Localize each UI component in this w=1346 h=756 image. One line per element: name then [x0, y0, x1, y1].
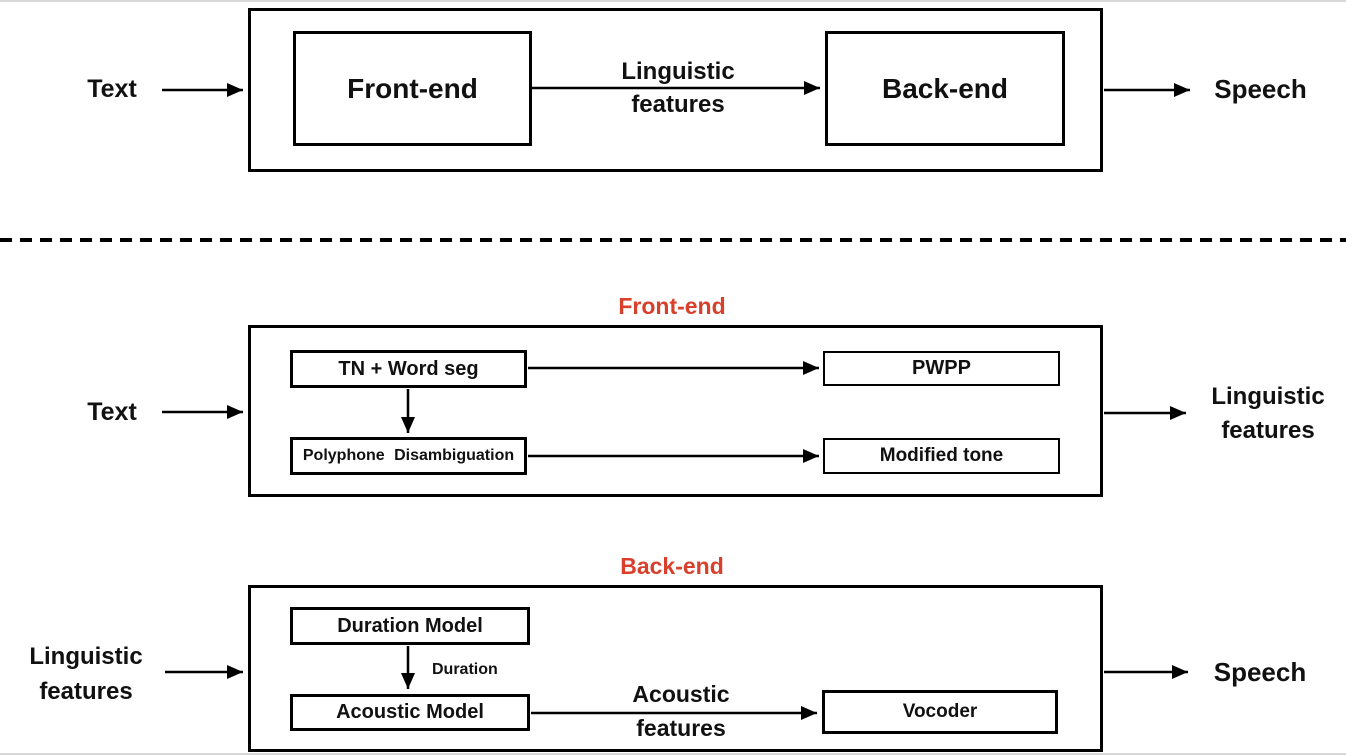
frontend-detail-output-label: Linguistic features — [1190, 380, 1346, 448]
overview-link-label: Linguistic features — [552, 55, 804, 121]
backend-detail-container-box — [248, 585, 1103, 752]
overview-input-label: Text — [87, 75, 137, 103]
overview-link-label-line1: Linguistic — [621, 58, 735, 85]
frontend-detail-output-line1: Linguistic — [1211, 383, 1325, 410]
backend-detail-title: Back-end — [620, 553, 724, 579]
frontend-detail-output-line2: features — [1221, 417, 1315, 444]
backend-detail-input-line2: features — [39, 678, 133, 705]
overview-backend-box: Back-end — [825, 31, 1065, 146]
tn-wordseg-label: TN + Word seg — [338, 357, 479, 380]
overview-frontend-label: Front-end — [347, 72, 478, 104]
backend-detail-input-line1: Linguistic — [29, 643, 143, 670]
screenshot-bottom-border — [0, 753, 1346, 755]
acoustic-features-arrow-label: Acoustic features — [556, 677, 806, 745]
polyphone-disambiguation-box: Polyphone Disambiguation — [290, 437, 527, 475]
acoustic-features-line2: features — [636, 715, 726, 741]
screenshot-top-border — [0, 0, 1346, 2]
duration-model-box: Duration Model — [290, 607, 530, 645]
backend-detail-input-label: Linguistic features — [10, 639, 162, 709]
overview-container-box — [248, 8, 1103, 172]
frontend-detail-title: Front-end — [618, 293, 726, 319]
vocoder-box: Vocoder — [822, 690, 1058, 734]
overview-output-label: Speech — [1214, 74, 1307, 104]
acoustic-model-label: Acoustic Model — [336, 701, 484, 723]
tn-wordseg-box: TN + Word seg — [290, 350, 527, 388]
backend-detail-output-label: Speech — [1213, 657, 1307, 687]
duration-arrow-label: Duration — [432, 661, 498, 678]
acoustic-features-line1: Acoustic — [632, 681, 730, 707]
polyphone-disambiguation-label: Polyphone Disambiguation — [302, 447, 515, 464]
overview-backend-label: Back-end — [881, 72, 1009, 104]
acoustic-model-box: Acoustic Model — [290, 694, 530, 731]
modified-tone-box: Modified tone — [823, 438, 1060, 474]
frontend-detail-input-label: Text — [87, 398, 137, 426]
vocoder-label: Vocoder — [902, 701, 978, 722]
pwpp-box: PWPP — [823, 351, 1060, 386]
modified-tone-label: Modified tone — [879, 445, 1004, 466]
overview-link-label-line2: features — [631, 91, 725, 118]
duration-model-label: Duration Model — [337, 614, 483, 637]
overview-frontend-box: Front-end — [293, 31, 532, 146]
pwpp-label: PWPP — [912, 357, 971, 379]
frontend-detail-container-box — [248, 325, 1103, 497]
